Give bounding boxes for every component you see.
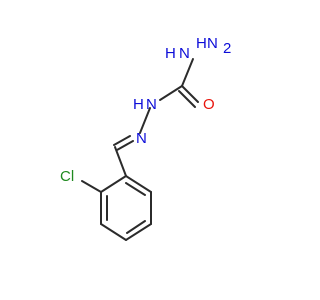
- bond-carbonyl-oxygen-2: [178, 90, 196, 108]
- bond-carbonyl-oxygen-1: [181, 85, 199, 103]
- hydrazine-hydrogen-label: H: [133, 96, 144, 113]
- bond-ring-chlorine: [81, 180, 102, 193]
- atom-label-group: H N 2 H N N H N O Cl: [60, 35, 231, 185]
- nh2-hydrogen-label: H: [196, 35, 207, 52]
- chlorine-label: Cl: [60, 168, 74, 185]
- bond-group: [81, 58, 199, 241]
- ring-bond-3: [100, 223, 127, 241]
- ring-bond-6: [125, 175, 152, 193]
- bond-carbonyl-hydrazine: [159, 85, 183, 101]
- ring-bond-4: [125, 223, 152, 241]
- bond-imine-carbon-2: [113, 135, 131, 146]
- nh2-nitrogen-label: N: [207, 35, 218, 52]
- imine-nitrogen-label: N: [136, 130, 147, 147]
- hydrazine-nitrogen-label: N: [146, 96, 157, 113]
- ring-inner-bond-1: [125, 182, 146, 196]
- bond-imine-carbon-1: [116, 140, 134, 151]
- ring-bond-1: [100, 175, 127, 193]
- nh-hydrogen-label: H: [165, 45, 176, 62]
- nh2-subscript-label: 2: [223, 40, 231, 57]
- bond-hydrazine-imine: [139, 107, 151, 134]
- ring-inner-bond-3: [126, 220, 146, 234]
- molecule-structure-diagram: H N 2 H N N H N O Cl: [60, 35, 231, 241]
- nh-nitrogen-label: N: [179, 45, 190, 62]
- carbonyl-oxygen-label: O: [203, 96, 215, 113]
- bond-carbon-ring: [114, 146, 127, 177]
- bond-amine-carbonyl: [181, 58, 194, 87]
